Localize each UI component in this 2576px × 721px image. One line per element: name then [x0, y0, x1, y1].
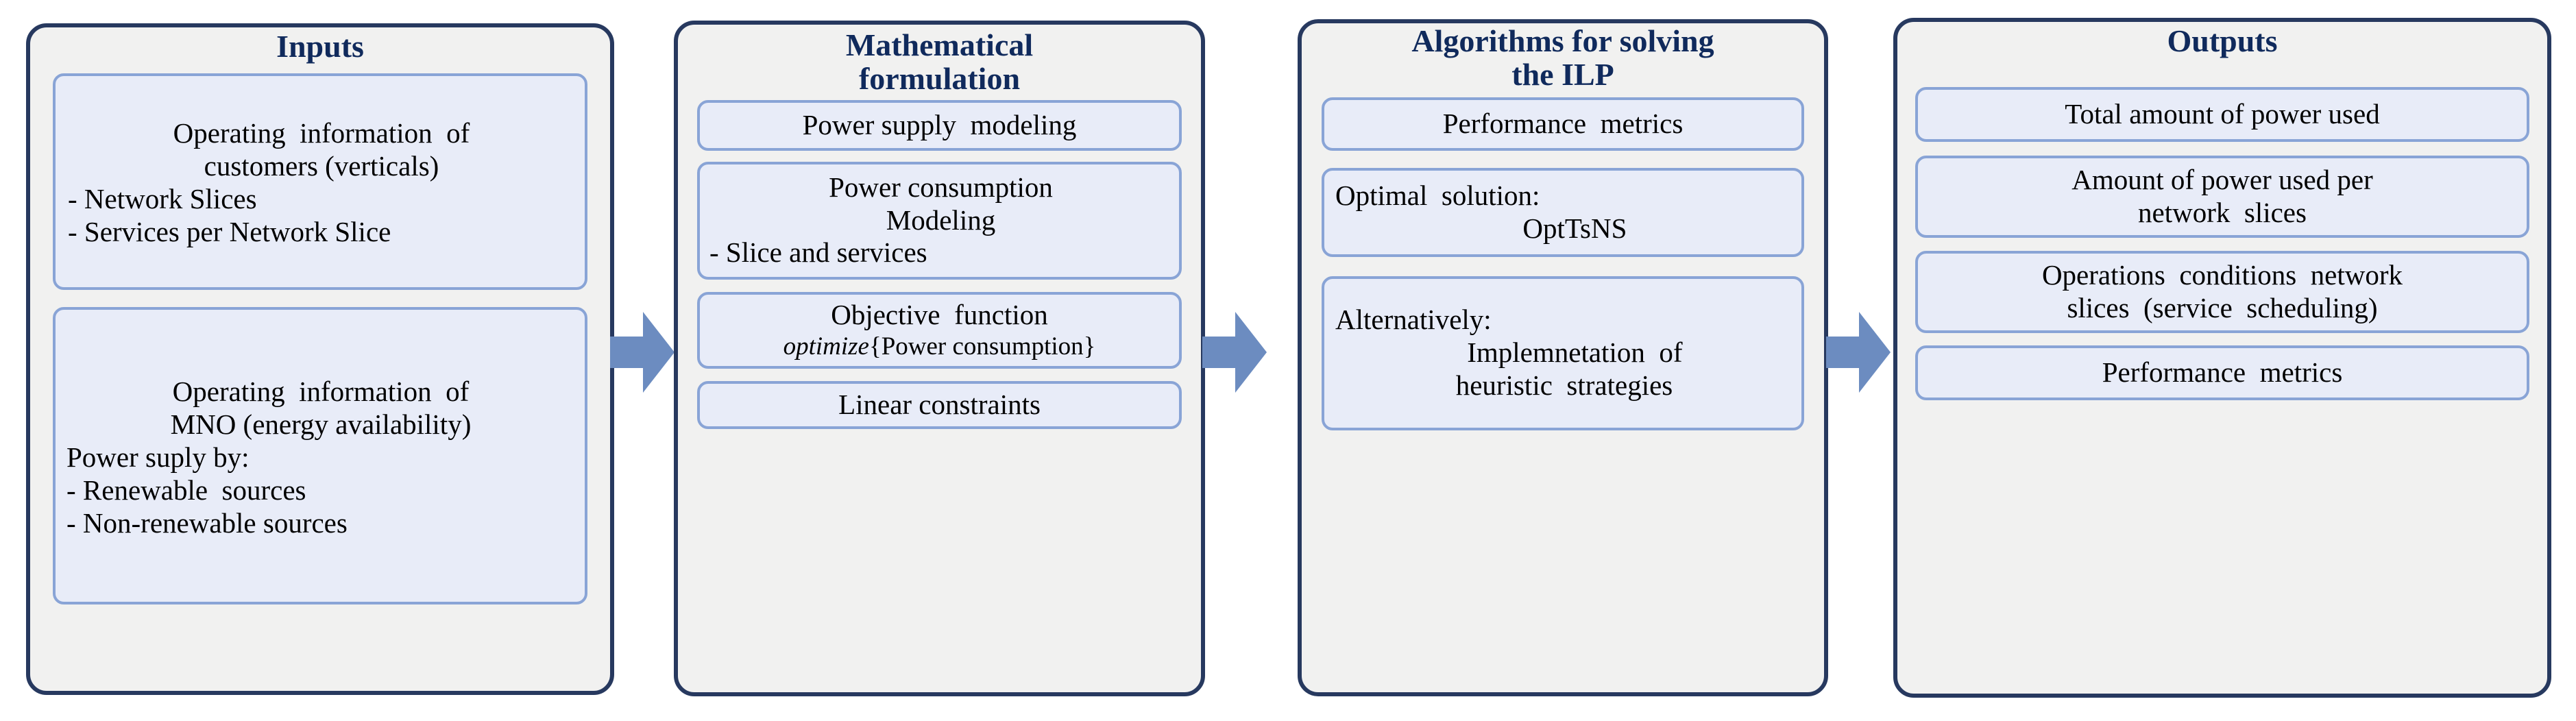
box-line: network slices	[2138, 196, 2307, 228]
box-mno-info[interactable]: Operating information of MNO (energy ava…	[53, 306, 587, 604]
arrow-math-to-algo-icon	[1202, 312, 1267, 393]
box-performance-metrics[interactable]: Performance metrics	[1322, 97, 1804, 151]
panel-mathematical-formulation: Mathematical formulation Power supply mo…	[674, 21, 1205, 696]
box-line: MNO (energy availability)	[170, 408, 472, 440]
panel-outputs-boxes: Total amount of power used Amount of pow…	[1897, 86, 2547, 400]
box-total-power-used[interactable]: Total amount of power used	[1915, 86, 2529, 142]
box-line: Modeling	[886, 204, 996, 236]
box-line: Objective function	[831, 298, 1048, 330]
panel-algorithms-boxes: Performance metrics Optimal solution: Op…	[1302, 97, 1824, 430]
panel-outputs-title: Outputs	[2167, 23, 2278, 58]
box-performance-metrics-output[interactable]: Performance metrics	[1915, 345, 2529, 400]
box-line: heuristic strategies	[1455, 369, 1673, 401]
panel-mathematical-formulation-title: Mathematical formulation	[845, 27, 1034, 96]
panel-algorithms: Algorithms for solving the ILP Performan…	[1298, 19, 1828, 696]
panel-inputs: Inputs Operating information of customer…	[26, 23, 614, 695]
box-power-consumption-modeling[interactable]: Power consumption Modeling - Slice and s…	[697, 161, 1182, 280]
objective-operator: optimize	[783, 332, 869, 360]
box-line: Operating information of	[173, 117, 470, 149]
box-line: Amount of power used per	[2071, 163, 2373, 195]
box-objective-function[interactable]: Objective function optimize{Power consum…	[697, 291, 1182, 369]
objective-operand: {Power consumption}	[868, 332, 1096, 360]
box-line-objective-expression: optimize{Power consumption}	[705, 332, 1174, 361]
box-line: Power supply modeling	[802, 108, 1077, 140]
box-line: Power suply by:	[66, 441, 250, 473]
box-line: OptTsNS	[1501, 212, 1627, 244]
box-line: - Slice and services	[709, 236, 927, 269]
box-line: Performance metrics	[1442, 107, 1684, 139]
box-line: Alternatively:	[1335, 304, 1492, 336]
box-optimal-solution[interactable]: Optimal solution: OptTsNS	[1322, 167, 1804, 257]
box-line: Operations conditions network	[2041, 258, 2403, 291]
box-line: Linear constraints	[838, 388, 1041, 420]
box-line: customers (verticals)	[204, 149, 439, 182]
panel-algorithms-title: Algorithms for solving the ILP	[1411, 23, 1714, 92]
panel-mathematical-formulation-boxes: Power supply modeling Power consumption …	[678, 99, 1201, 429]
box-line: - Renewable sources	[66, 474, 306, 506]
box-line: - Network Slices	[68, 182, 257, 215]
arrow-algo-to-outputs-icon	[1826, 312, 1891, 393]
arrow-inputs-to-math-icon	[610, 312, 675, 393]
panel-inputs-title: Inputs	[276, 29, 364, 64]
box-linear-constraints[interactable]: Linear constraints	[697, 380, 1182, 429]
box-power-per-slice[interactable]: Amount of power used per network slices	[1915, 155, 2529, 238]
box-line: Operating information of	[172, 375, 470, 407]
box-line: - Non-renewable sources	[66, 506, 348, 539]
box-line: - Services per Network Slice	[68, 215, 391, 247]
box-line: Total amount of power used	[2065, 97, 2380, 130]
box-power-supply-modeling[interactable]: Power supply modeling	[697, 99, 1182, 151]
box-line: Optimal solution:	[1335, 179, 1540, 211]
box-line: Performance metrics	[2102, 356, 2343, 388]
panel-outputs: Outputs Total amount of power used Amoun…	[1893, 18, 2551, 698]
box-alternative-heuristics[interactable]: Alternatively: Implemnetation of heurist…	[1322, 276, 1804, 430]
panel-inputs-boxes: Operating information of customers (vert…	[30, 73, 610, 604]
box-line: slices (service scheduling)	[2067, 291, 2378, 323]
box-line: Power consumption	[829, 171, 1053, 203]
box-line: Implemnetation of	[1446, 337, 1683, 369]
box-customer-info[interactable]: Operating information of customers (vert…	[53, 73, 587, 290]
box-operations-conditions[interactable]: Operations conditions network slices (se…	[1915, 250, 2529, 333]
